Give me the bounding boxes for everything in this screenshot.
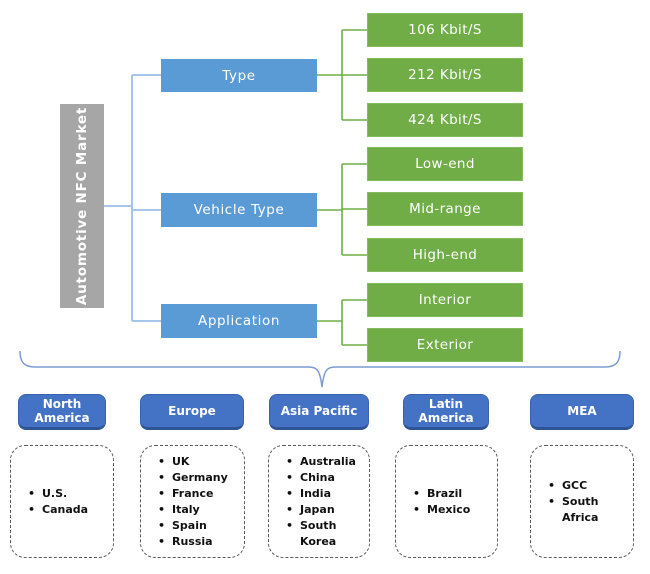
leaf-node-interior: Interior: [367, 283, 523, 317]
country-item: France: [158, 486, 240, 502]
region-header-north-america: North America: [18, 394, 106, 430]
country-item: China: [286, 470, 365, 486]
region-header-mea: MEA: [530, 394, 634, 430]
region-header-label: North America: [34, 397, 90, 425]
region-list-mea: GCC South Africa: [530, 445, 634, 558]
branch-node-label: Vehicle Type: [193, 202, 285, 218]
country-item: Italy: [158, 502, 240, 518]
region-header-label: Latin America: [418, 397, 474, 425]
region-header-label: Europe: [168, 404, 216, 418]
leaf-node-424-kbits: 424 Kbit/S: [367, 103, 523, 137]
country-item: South Africa: [548, 494, 629, 526]
country-item: India: [286, 486, 365, 502]
region-header-label: MEA: [567, 404, 597, 418]
branch-node-vehicle-type: Vehicle Type: [161, 193, 317, 227]
country-list: Brazil Mexico: [396, 486, 497, 518]
country-list: UK Germany France Italy Spain Russia: [141, 454, 244, 550]
leaf-node-label: 106 Kbit/S: [408, 22, 482, 38]
leaf-node-mid-range: Mid-range: [367, 192, 523, 226]
country-list: U.S. Canada: [11, 486, 113, 518]
region-header-asia-pacific: Asia Pacific: [269, 394, 369, 430]
leaf-node-106-kbits: 106 Kbit/S: [367, 13, 523, 47]
country-item: Japan: [286, 502, 365, 518]
branch-node-label: Application: [197, 313, 281, 329]
country-item: U.S.: [28, 486, 109, 502]
leaf-node-label: Mid-range: [409, 201, 481, 217]
region-header-latin-america: Latin America: [403, 394, 489, 430]
country-item: Russia: [158, 534, 240, 550]
blue-connectors: [103, 74, 161, 322]
branch-node-type: Type: [161, 59, 317, 92]
region-list-europe: UK Germany France Italy Spain Russia: [140, 445, 245, 558]
country-item: Germany: [158, 470, 240, 486]
country-list: Australia China India Japan South Korea: [269, 454, 369, 550]
root-node-label: Automotive NFC Market: [74, 106, 90, 306]
country-item: South Korea: [286, 518, 365, 550]
region-list-north-america: U.S. Canada: [10, 445, 114, 558]
region-header-europe: Europe: [140, 394, 244, 430]
leaf-node-label: Interior: [418, 292, 472, 308]
root-node: Automotive NFC Market: [60, 104, 104, 308]
leaf-node-label: 212 Kbit/S: [408, 67, 482, 83]
leaf-node-label: 424 Kbit/S: [408, 112, 482, 128]
leaf-node-label: High-end: [412, 247, 478, 263]
country-item: Canada: [28, 502, 109, 518]
country-list: GCC South Africa: [531, 478, 633, 526]
country-item: Mexico: [413, 502, 493, 518]
country-item: UK: [158, 454, 240, 470]
country-item: Spain: [158, 518, 240, 534]
region-list-latin-america: Brazil Mexico: [395, 445, 498, 558]
branch-node-application: Application: [161, 304, 317, 338]
branch-node-label: Type: [222, 67, 256, 84]
brace-icon: [19, 350, 621, 388]
green-connectors: [317, 29, 367, 346]
leaf-node-high-end: High-end: [367, 238, 523, 272]
leaf-node-exterior: Exterior: [367, 328, 523, 362]
region-list-asia-pacific: Australia China India Japan South Korea: [268, 445, 370, 558]
country-item: Australia: [286, 454, 365, 470]
country-item: Brazil: [413, 486, 493, 502]
leaf-node-label: Low-end: [415, 156, 475, 172]
region-header-label: Asia Pacific: [280, 404, 358, 418]
country-item: GCC: [548, 478, 629, 494]
leaf-node-low-end: Low-end: [367, 147, 523, 181]
leaf-node-label: Exterior: [416, 337, 474, 353]
leaf-node-212-kbits: 212 Kbit/S: [367, 58, 523, 92]
